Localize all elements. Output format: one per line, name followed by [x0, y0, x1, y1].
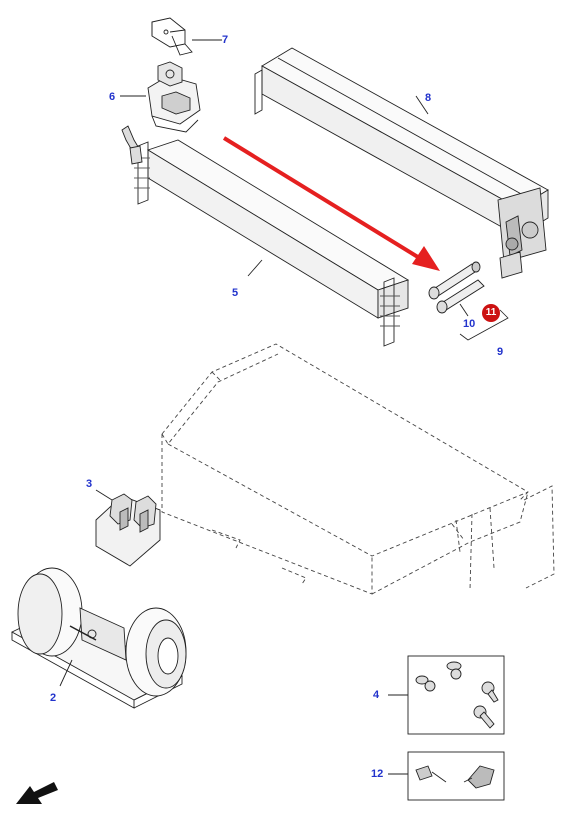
part-7-bracket — [151, 17, 222, 56]
part-5-heater-core — [121, 125, 410, 347]
part-12-kit — [388, 751, 505, 801]
part-10-hose-set — [428, 261, 509, 341]
callout-7: 7 — [222, 34, 229, 46]
part-2-blower — [11, 567, 187, 709]
callout-9: 9 — [497, 346, 504, 358]
highlight-arrow — [222, 136, 440, 271]
part-4-kit — [388, 655, 505, 735]
callout-3: 3 — [86, 478, 93, 490]
callout-8: 8 — [425, 92, 432, 104]
callout-4: 4 — [373, 689, 380, 701]
callout-11-badge: 11 — [482, 304, 500, 322]
callout-6: 6 — [109, 91, 116, 103]
part-6-valve — [120, 61, 201, 133]
orientation-arrow-icon — [16, 782, 58, 804]
part-8-evaporator — [254, 47, 549, 279]
callout-10: 10 — [463, 318, 476, 330]
callout-5: 5 — [232, 287, 239, 299]
hvac-housing — [161, 343, 555, 595]
part-3-resistor — [95, 489, 161, 567]
callout-12: 12 — [371, 768, 384, 780]
callout-2: 2 — [50, 692, 57, 704]
